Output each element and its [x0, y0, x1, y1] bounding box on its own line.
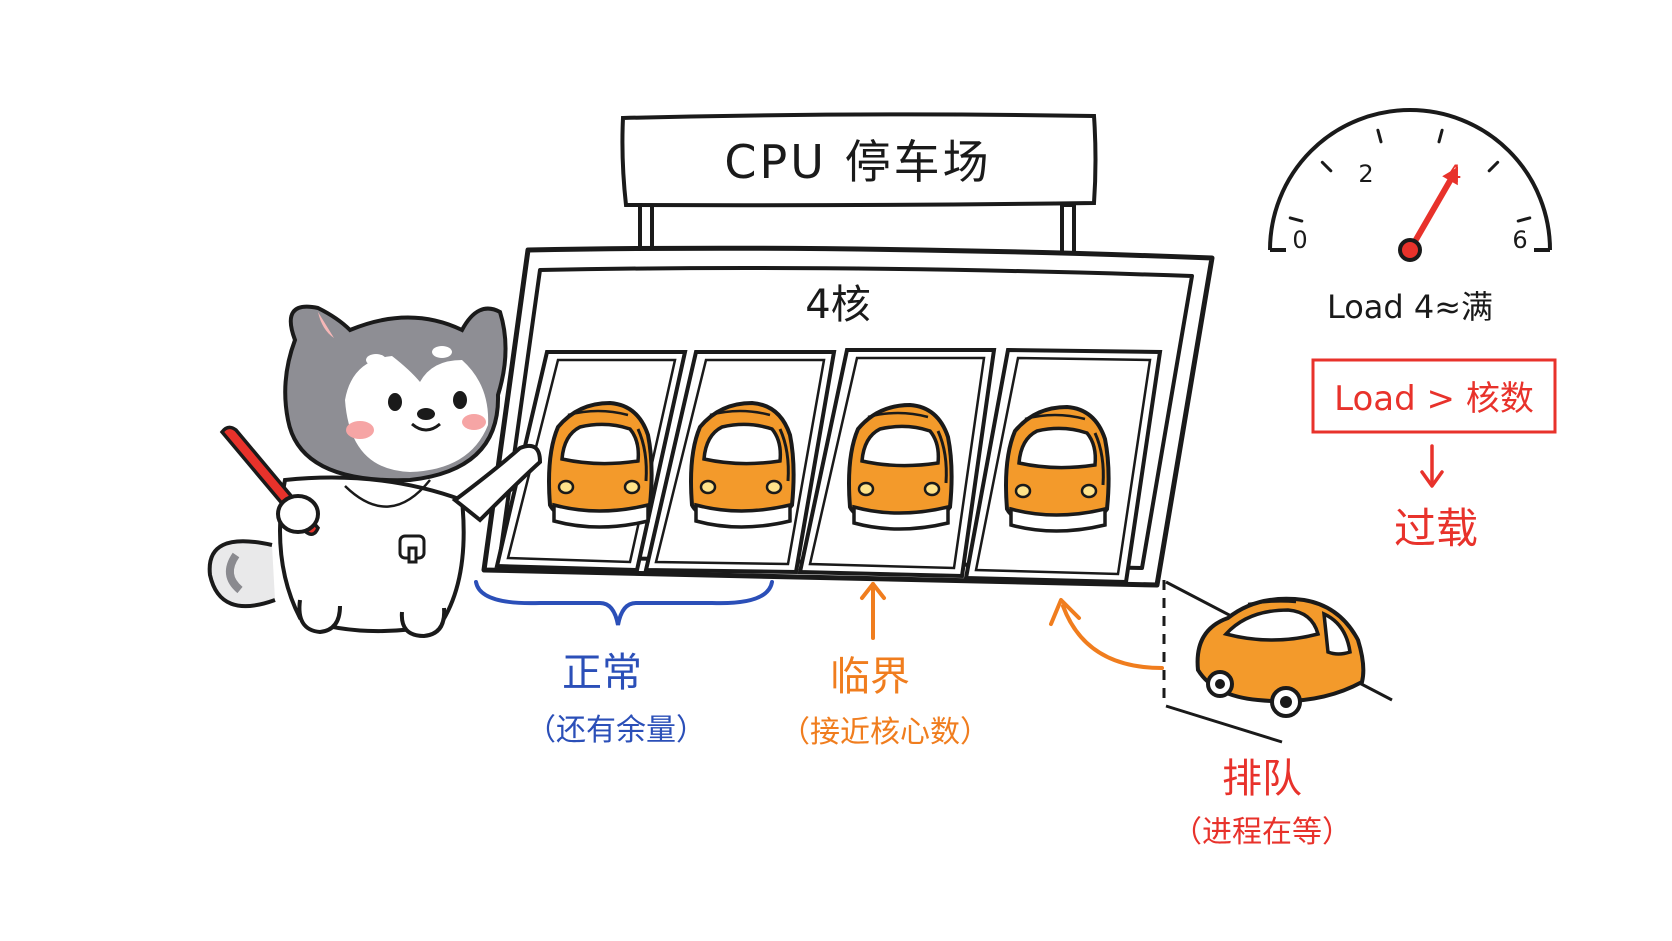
gauge-tick-label: 0 [1292, 226, 1307, 254]
queue-note: （进程在等） [1172, 815, 1352, 850]
gauge-tick-label: 2 [1358, 160, 1373, 188]
queue-label: 排队 [1222, 756, 1302, 802]
gauge-tick [1288, 216, 1304, 223]
parking-lot: 4核 [481, 245, 1215, 588]
overload-rule: Load > 核数 过载 [1311, 358, 1557, 553]
car-icon [689, 401, 796, 529]
gauge-icon: 0246 [1268, 108, 1552, 262]
rule-condition: Load > 核数 [1334, 379, 1534, 419]
critical-note: （接近核心数） [780, 715, 990, 750]
arrow-down-icon [1420, 444, 1444, 488]
gauge-caption: Load 4≈满 [1327, 288, 1493, 326]
car-icon [547, 401, 654, 529]
normal-brace [474, 580, 774, 626]
gauge-tick-label: 6 [1512, 226, 1527, 254]
cores-label: 4核 [805, 282, 870, 328]
parking-sign: CPU 停车场 [620, 112, 1098, 262]
gauge-tick [1320, 160, 1333, 173]
car-icon [1004, 405, 1111, 533]
rule-result: 过载 [1394, 504, 1478, 553]
gauge-tick [1487, 160, 1500, 173]
normal-note: （还有余量） [526, 713, 706, 748]
arrow-up-icon [860, 582, 886, 640]
car-icon [847, 403, 954, 531]
normal-label: 正常 [562, 650, 642, 696]
gauge-hub [1398, 238, 1422, 262]
gauge-needle-head [1442, 166, 1458, 186]
whistle-cord [344, 479, 431, 508]
gauge-tick [1376, 128, 1383, 144]
whistle-icon [398, 534, 426, 564]
gauge-needle [1407, 177, 1453, 253]
car-icon [1195, 596, 1366, 718]
gauge-tick [1516, 216, 1532, 223]
queue-arrow [1049, 598, 1164, 670]
husky-mascot-icon [207, 304, 543, 639]
sign-title: CPU 停车场 [724, 135, 991, 189]
critical-label: 临界 [830, 654, 910, 700]
gauge-tick [1437, 128, 1444, 144]
